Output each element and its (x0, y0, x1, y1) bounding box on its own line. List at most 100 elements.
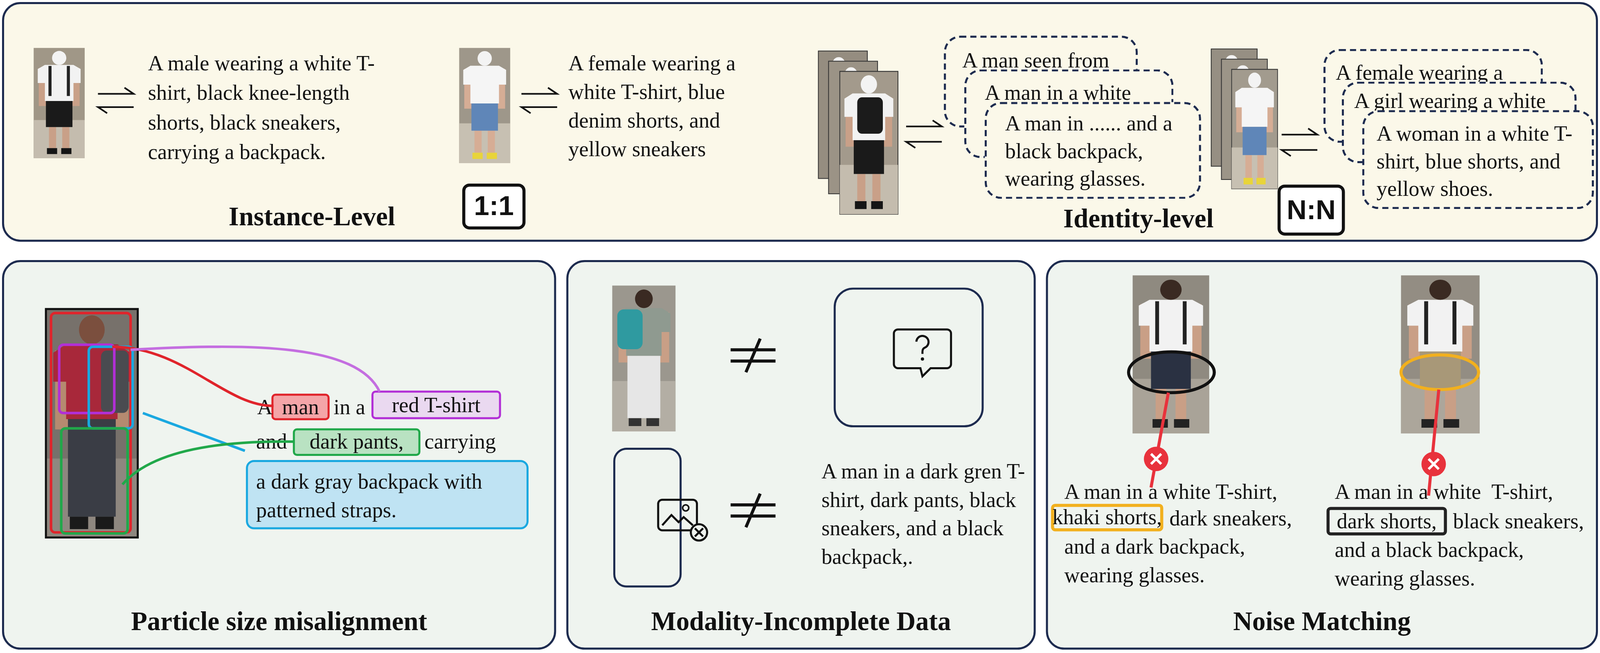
person-arms (845, 97, 893, 147)
person-arms (464, 68, 506, 109)
person-legs (474, 130, 496, 154)
blurred-face (860, 75, 878, 94)
highlight-ellipse (1401, 355, 1479, 390)
phrase-text: a dark gray backpack with patterned stra… (256, 467, 519, 525)
mismatch-badge (1428, 459, 1439, 470)
person-legs (1155, 389, 1187, 420)
sentence-word: and (256, 428, 288, 456)
phrase-highlight: dark shorts, (1326, 507, 1447, 536)
leader-line (142, 413, 245, 451)
person-arms (1236, 91, 1274, 133)
photo-background (839, 71, 898, 215)
phrase-highlight: man (271, 393, 330, 421)
blurred-face (832, 57, 845, 70)
section-title: Instance-Level (228, 202, 396, 232)
caption-text: A male wearing a white T-shirt, black kn… (148, 49, 404, 168)
caption-text: A man in a white T-shirt, (1334, 477, 1598, 507)
person-arms (1408, 304, 1472, 360)
photo (459, 47, 511, 164)
remove-badge (695, 528, 704, 537)
caption-card: A woman in a white T-shirt, blue shorts,… (1362, 110, 1594, 210)
phrase-text: dark shorts, (1336, 510, 1437, 532)
mismatch-badge (1151, 454, 1162, 465)
person-shirt (463, 65, 507, 104)
photo (839, 71, 898, 215)
person-shoes (1421, 419, 1460, 428)
highlight-ellipse (1128, 352, 1215, 394)
match-arrows (1281, 128, 1318, 156)
photo (612, 285, 676, 432)
panel: Modality-Incomplete Data (566, 260, 1036, 651)
person-shorts (45, 101, 73, 128)
person-shoes (69, 517, 115, 530)
leader-line (112, 346, 274, 407)
photo-background (33, 47, 85, 158)
photo-frame (828, 61, 878, 194)
person-arms (1140, 304, 1202, 360)
person-arms (618, 312, 670, 363)
person-arms (55, 350, 129, 430)
photo-floor (612, 381, 676, 432)
not-equal-symbol (730, 338, 776, 373)
caption-text: A woman in a white T-shirt, blue shorts,… (1376, 120, 1591, 203)
region-box (51, 313, 131, 533)
sentence-word: in a (333, 393, 366, 421)
mismatch-line (1151, 392, 1169, 488)
person-shoes (1243, 177, 1266, 185)
mismatch-badge (1143, 446, 1169, 472)
photo-background (1231, 69, 1278, 190)
photo-background (1401, 275, 1480, 434)
blurred-face (1225, 55, 1238, 68)
photo (1231, 69, 1278, 190)
photo (33, 47, 85, 158)
caption-text: A man in a white T-shirt, (1064, 477, 1332, 507)
person-shorts (1419, 351, 1461, 390)
match-arrows (97, 87, 134, 114)
photo-background (459, 47, 511, 164)
question-icon (920, 357, 925, 361)
photo-frame (818, 51, 868, 179)
backpack (857, 97, 883, 134)
person-shorts (1242, 126, 1267, 156)
person-shirt (1407, 299, 1474, 352)
photo-floor (1231, 147, 1278, 190)
photo-floor (45, 458, 138, 538)
backpack (101, 350, 129, 413)
region-box (59, 344, 115, 414)
region-box (61, 428, 128, 534)
image-icon (658, 499, 698, 531)
person-head (1160, 279, 1182, 300)
photo-floor (1401, 378, 1480, 434)
blurred-face (51, 51, 67, 66)
ratio-label: 1:1 (474, 190, 514, 223)
person-legs (857, 173, 881, 202)
ratio-box: N:N (1277, 184, 1346, 236)
caption-text: A female wearing a white T-shirt, blue d… (568, 49, 763, 164)
panel: Particle size misalignmentmanred T-shirt… (2, 260, 556, 651)
person-shoes (855, 201, 883, 210)
phrase-highlight: red T-shirt (371, 390, 502, 420)
image-icon (682, 505, 689, 512)
person-shoes (472, 152, 498, 159)
caption-text: A man in ...... and a black backpack, we… (1005, 110, 1200, 193)
region-box (88, 346, 133, 429)
photo-background (45, 309, 138, 538)
person-shorts (1151, 351, 1191, 390)
panel-title: Modality-Incomplete Data (568, 608, 1034, 637)
photo-floor (839, 164, 898, 215)
blurred-face (1236, 65, 1249, 78)
blurred-face (844, 67, 858, 80)
mismatch-line (1428, 389, 1439, 496)
phrase-highlight: khaki shorts, (1050, 504, 1164, 532)
photo-frame (1221, 59, 1268, 180)
photo-frame (1211, 49, 1258, 167)
photo-floor (33, 120, 85, 159)
remove-badge (690, 524, 708, 541)
person-legs (49, 127, 70, 149)
photo (1132, 275, 1210, 434)
photo-background (612, 285, 676, 432)
backpack-straps (1156, 301, 1185, 345)
person-head (78, 315, 105, 345)
person-shoes (47, 148, 72, 155)
